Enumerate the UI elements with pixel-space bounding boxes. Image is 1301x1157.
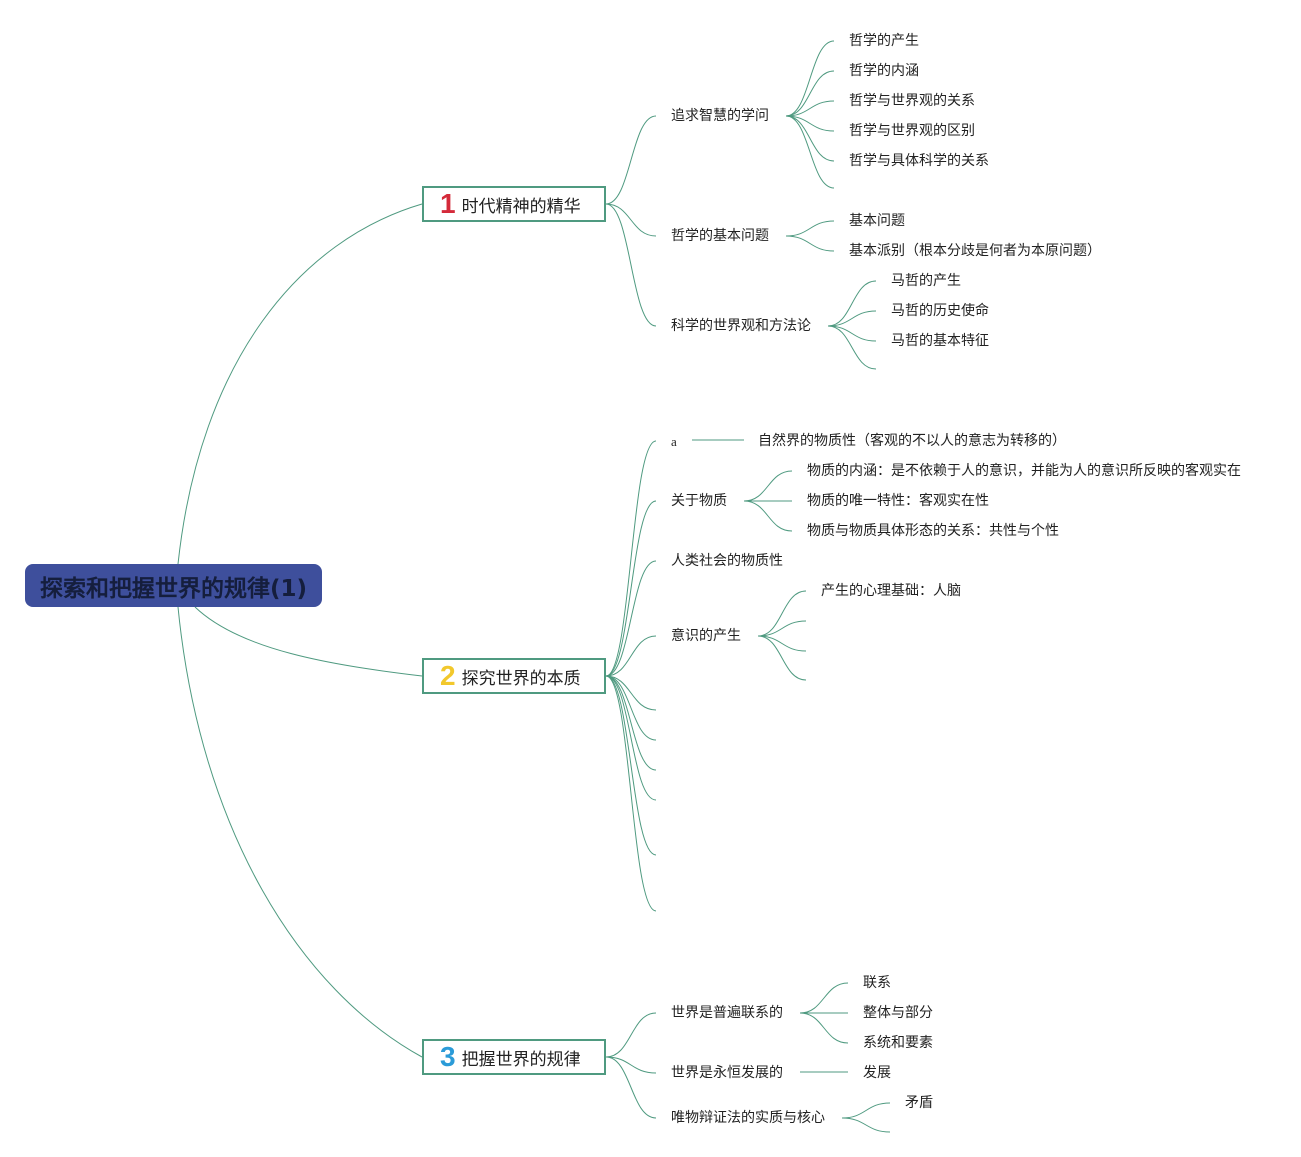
- branch-number-1: 1: [440, 188, 456, 219]
- branch-connector: [605, 1012, 657, 1058]
- branch-connector: [605, 115, 657, 205]
- topic-connector: [841, 1102, 891, 1119]
- subtopic-node[interactable]: 发展: [863, 1065, 891, 1081]
- branch-connector: [605, 203, 657, 237]
- topic-connector: [799, 982, 849, 1014]
- topic-connector: [757, 590, 807, 637]
- subtopic-node[interactable]: 联系: [863, 975, 891, 991]
- topic-connector: [785, 70, 835, 117]
- topic-connector: [757, 635, 807, 681]
- topic-node[interactable]: 意识的产生: [671, 628, 741, 644]
- topic-connector: [841, 1117, 891, 1133]
- topic-node[interactable]: 唯物辩证法的实质与核心: [671, 1110, 825, 1126]
- topic-connector: [827, 325, 877, 342]
- topic-connector: [799, 1012, 849, 1044]
- branch-connector: [605, 560, 657, 677]
- topic-node[interactable]: 追求智慧的学问: [671, 108, 769, 124]
- subtopic-node[interactable]: 物质的内涵：是不依赖于人的意识，并能为人的意识所反映的客观实在: [807, 463, 1241, 479]
- subtopic-node[interactable]: 矛盾: [905, 1095, 933, 1111]
- branch-connector: [605, 635, 657, 677]
- branch-node-3[interactable]: 3 把握世界的规律: [422, 1039, 606, 1075]
- subtopic-node[interactable]: 哲学的内涵: [849, 63, 919, 79]
- branch-label-3: 把握世界的规律: [461, 1049, 581, 1070]
- topic-connector: [827, 280, 877, 327]
- root-node[interactable]: 探索和把握世界的规律(1): [25, 564, 322, 607]
- topic-node[interactable]: a: [671, 434, 677, 449]
- topic-node[interactable]: 科学的世界观和方法论: [671, 318, 811, 334]
- topic-connector: [757, 620, 807, 637]
- subtopic-node[interactable]: 马哲的历史使命: [891, 303, 989, 319]
- branch-number-3: 3: [440, 1041, 456, 1072]
- branch-number-2: 2: [440, 660, 456, 691]
- topic-connector: [785, 100, 835, 117]
- topic-connector: [785, 40, 835, 117]
- topic-connector: [827, 325, 877, 370]
- root-connector: [194, 606, 423, 677]
- subtopic-node[interactable]: 哲学与世界观的区别: [849, 123, 975, 139]
- topic-connector: [827, 310, 877, 327]
- topic-connector: [785, 115, 835, 189]
- branch-connector: [605, 675, 657, 912]
- topic-node[interactable]: 世界是永恒发展的: [671, 1065, 783, 1081]
- root-connector: [177, 203, 423, 565]
- topic-connector: [785, 220, 835, 237]
- subtopic-node[interactable]: 系统和要素: [863, 1035, 933, 1051]
- subtopic-node[interactable]: 哲学与世界观的关系: [849, 93, 975, 109]
- topic-connector: [743, 500, 793, 532]
- topic-node[interactable]: 哲学的基本问题: [671, 228, 769, 244]
- branch-label-2: 探究世界的本质: [461, 668, 581, 689]
- branch-connector: [605, 675, 657, 711]
- branch-connector: [605, 675, 657, 801]
- subtopic-node[interactable]: 马哲的基本特征: [891, 333, 989, 349]
- branch-connector: [605, 440, 657, 677]
- subtopic-node[interactable]: 基本问题: [849, 213, 905, 229]
- topic-node[interactable]: 世界是普遍联系的: [671, 1005, 783, 1021]
- topic-connector: [785, 235, 835, 252]
- root-title: 探索和把握世界的规律(1): [39, 575, 308, 602]
- subtopic-node[interactable]: 物质与物质具体形态的关系：共性与个性: [807, 523, 1059, 539]
- subtopic-node[interactable]: 自然界的物质性（客观的不以人的意志为转移的）: [758, 433, 1066, 449]
- subtopic-node[interactable]: 产生的心理基础：人脑: [821, 583, 961, 599]
- subtopic-node[interactable]: 哲学与具体科学的关系: [849, 153, 989, 169]
- branch-node-1[interactable]: 1 时代精神的精华: [422, 186, 606, 222]
- branch-connector: [605, 675, 657, 856]
- topic-node[interactable]: 人类社会的物质性: [671, 553, 783, 569]
- subtopic-node[interactable]: 基本派别（根本分歧是何者为本原问题）: [849, 243, 1101, 259]
- branch-connector: [605, 675, 657, 741]
- topic-connector: [785, 115, 835, 162]
- subtopic-node[interactable]: 马哲的产生: [891, 273, 961, 289]
- branch-connector: [605, 1056, 657, 1074]
- branch-node-2[interactable]: 2 探究世界的本质: [422, 658, 606, 694]
- branch-connector: [605, 500, 657, 677]
- topic-node[interactable]: 关于物质: [671, 493, 727, 509]
- subtopic-node[interactable]: 哲学的产生: [849, 33, 919, 49]
- subtopic-node[interactable]: 物质的唯一特性：客观实在性: [807, 493, 989, 509]
- branch-connector: [605, 203, 657, 327]
- topic-connector: [743, 470, 793, 502]
- subtopic-node[interactable]: 整体与部分: [863, 1005, 933, 1021]
- branch-connector: [605, 675, 657, 771]
- branch-label-1: 时代精神的精华: [461, 196, 581, 217]
- branch-connector: [605, 1056, 657, 1119]
- topic-connector: [757, 635, 807, 652]
- root-connector: [177, 606, 423, 1058]
